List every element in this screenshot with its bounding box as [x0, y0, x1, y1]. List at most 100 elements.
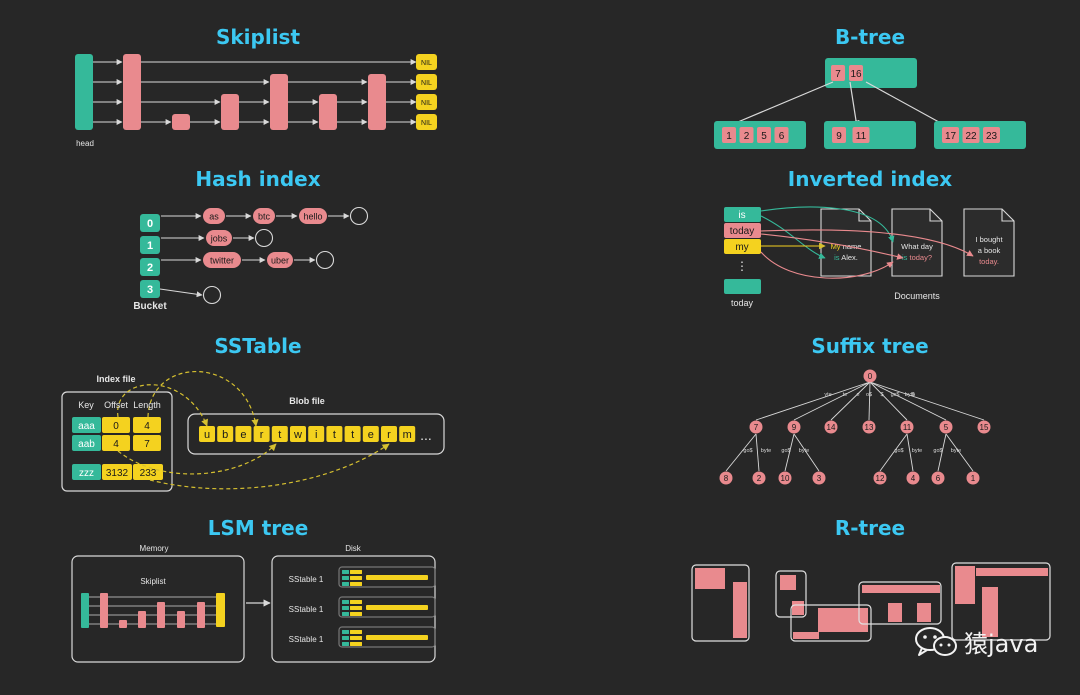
sstable-label-2: SStable 1 [289, 605, 324, 614]
btree-key-label: 11 [856, 131, 867, 142]
blob-cell [290, 426, 306, 442]
inverted-term-label: my [735, 242, 748, 253]
suffix-edge [869, 381, 947, 421]
suffix-node [862, 420, 876, 434]
btree-child-pointer [865, 81, 949, 128]
mini-sstable-key [342, 570, 349, 574]
skiplist-node-tower [75, 60, 93, 124]
document-text: is Alex. [834, 253, 858, 262]
document-word: is [834, 253, 841, 262]
index-cell-label: zzz [79, 468, 94, 479]
hash-bucket-label: 3 [147, 284, 153, 296]
blob-cell [253, 426, 270, 442]
suffix-edge [793, 381, 871, 421]
blob-cell [199, 426, 215, 442]
blob-cell-label: e [368, 429, 374, 441]
rtree-region [976, 568, 1048, 576]
btree-root-node [825, 58, 917, 88]
blob-cell-label: t [351, 429, 354, 441]
suffix-edge [906, 433, 914, 472]
skiplist-nil-node [416, 74, 437, 90]
mini-sstable-value [350, 606, 362, 610]
inverted-term-last [724, 279, 761, 294]
suffix-edge-label: go$ [781, 448, 790, 454]
mini-skiplist-node [100, 593, 108, 628]
mini-sstable-value [350, 582, 362, 586]
blob-cell-label: m [403, 429, 412, 441]
index-cell [72, 417, 101, 433]
suffix-edge [879, 433, 908, 472]
lsm-tree-diagram: LSM tree [71, 516, 436, 663]
skiplist-nil-label: NIL [421, 80, 432, 87]
mini-sstable-value [350, 630, 362, 634]
mini-sstable-value [350, 612, 362, 616]
suffix-root-node [863, 369, 877, 383]
index-cell-label: 3132 [106, 468, 129, 479]
mini-sstable-value [350, 642, 362, 646]
index-file-box [61, 391, 173, 492]
suffix-leaf-node [873, 471, 887, 485]
suffix-edge [937, 433, 947, 472]
hash-entry-label: jobs [210, 234, 228, 244]
skiplist-node-tower [270, 80, 288, 124]
suffix-edge [793, 433, 820, 472]
hash-bucket-label: 0 [147, 218, 153, 230]
rtree-region [695, 568, 725, 589]
mini-sstable-key [342, 606, 349, 610]
rtree-bounding-box [691, 564, 750, 642]
suffix-leaf-node [778, 471, 792, 485]
watermark: 猿java [914, 624, 1038, 659]
rtree-region [793, 632, 819, 639]
blob-cell-label: t [333, 429, 336, 441]
btree-key-label: 5 [761, 131, 767, 142]
mini-sstable-blob [366, 635, 428, 640]
hash-entry-label: uber [271, 256, 289, 266]
posting-link [760, 251, 894, 279]
hash-entry-label: as [209, 212, 219, 222]
blob-cell [326, 426, 343, 442]
suffix-edge [755, 381, 871, 421]
blob-file-label: Blob file [289, 396, 325, 406]
suffix-edge-label: yte [824, 392, 831, 398]
btree-key [852, 127, 870, 143]
hash-entry [267, 252, 293, 268]
rtree-diagram: R-tree [691, 516, 1051, 642]
offset-pointer [117, 384, 208, 427]
suffix-edge [755, 433, 760, 472]
blob-cell-label: e [240, 429, 246, 441]
suffix-edge-label: gc$ [891, 392, 900, 398]
document-word: My [831, 242, 843, 251]
suffix-node [977, 420, 991, 434]
blob-cell [217, 426, 234, 442]
suffix-edge [830, 381, 871, 421]
suffix-node-label: 6 [936, 474, 941, 483]
suffix-node-label: 5 [944, 423, 949, 432]
index-cell-label: aab [78, 439, 95, 450]
document-word: is [902, 253, 910, 262]
mini-sstable-value [350, 600, 362, 604]
skiplist-nil-label: NIL [421, 100, 432, 107]
suffix-node-label: 15 [980, 423, 989, 432]
btree-key [757, 127, 771, 143]
suffix-edge-label: byte [761, 448, 771, 454]
hash-entry [206, 230, 232, 246]
blob-ellipsis: ... [420, 427, 432, 443]
index-cell-label: 4 [113, 439, 119, 450]
index-cell [72, 435, 101, 451]
btree-key [739, 127, 754, 143]
document-icon [820, 208, 872, 277]
suffix-node-label: 13 [865, 423, 874, 432]
hash-bucket [140, 214, 160, 232]
btree-child-pointer [725, 81, 834, 128]
rtree-region [862, 585, 940, 593]
suffix-node [787, 420, 801, 434]
memory-label: Memory [140, 544, 169, 553]
sstable-header-key: Key [78, 400, 94, 410]
suffix-edge-label: go$ [743, 448, 752, 454]
rtree-region [982, 587, 998, 637]
hash-bucket-label: 2 [147, 262, 153, 274]
index-cell [133, 417, 161, 433]
index-cell [102, 464, 132, 480]
suffix-edge-label: go$ [894, 448, 903, 454]
